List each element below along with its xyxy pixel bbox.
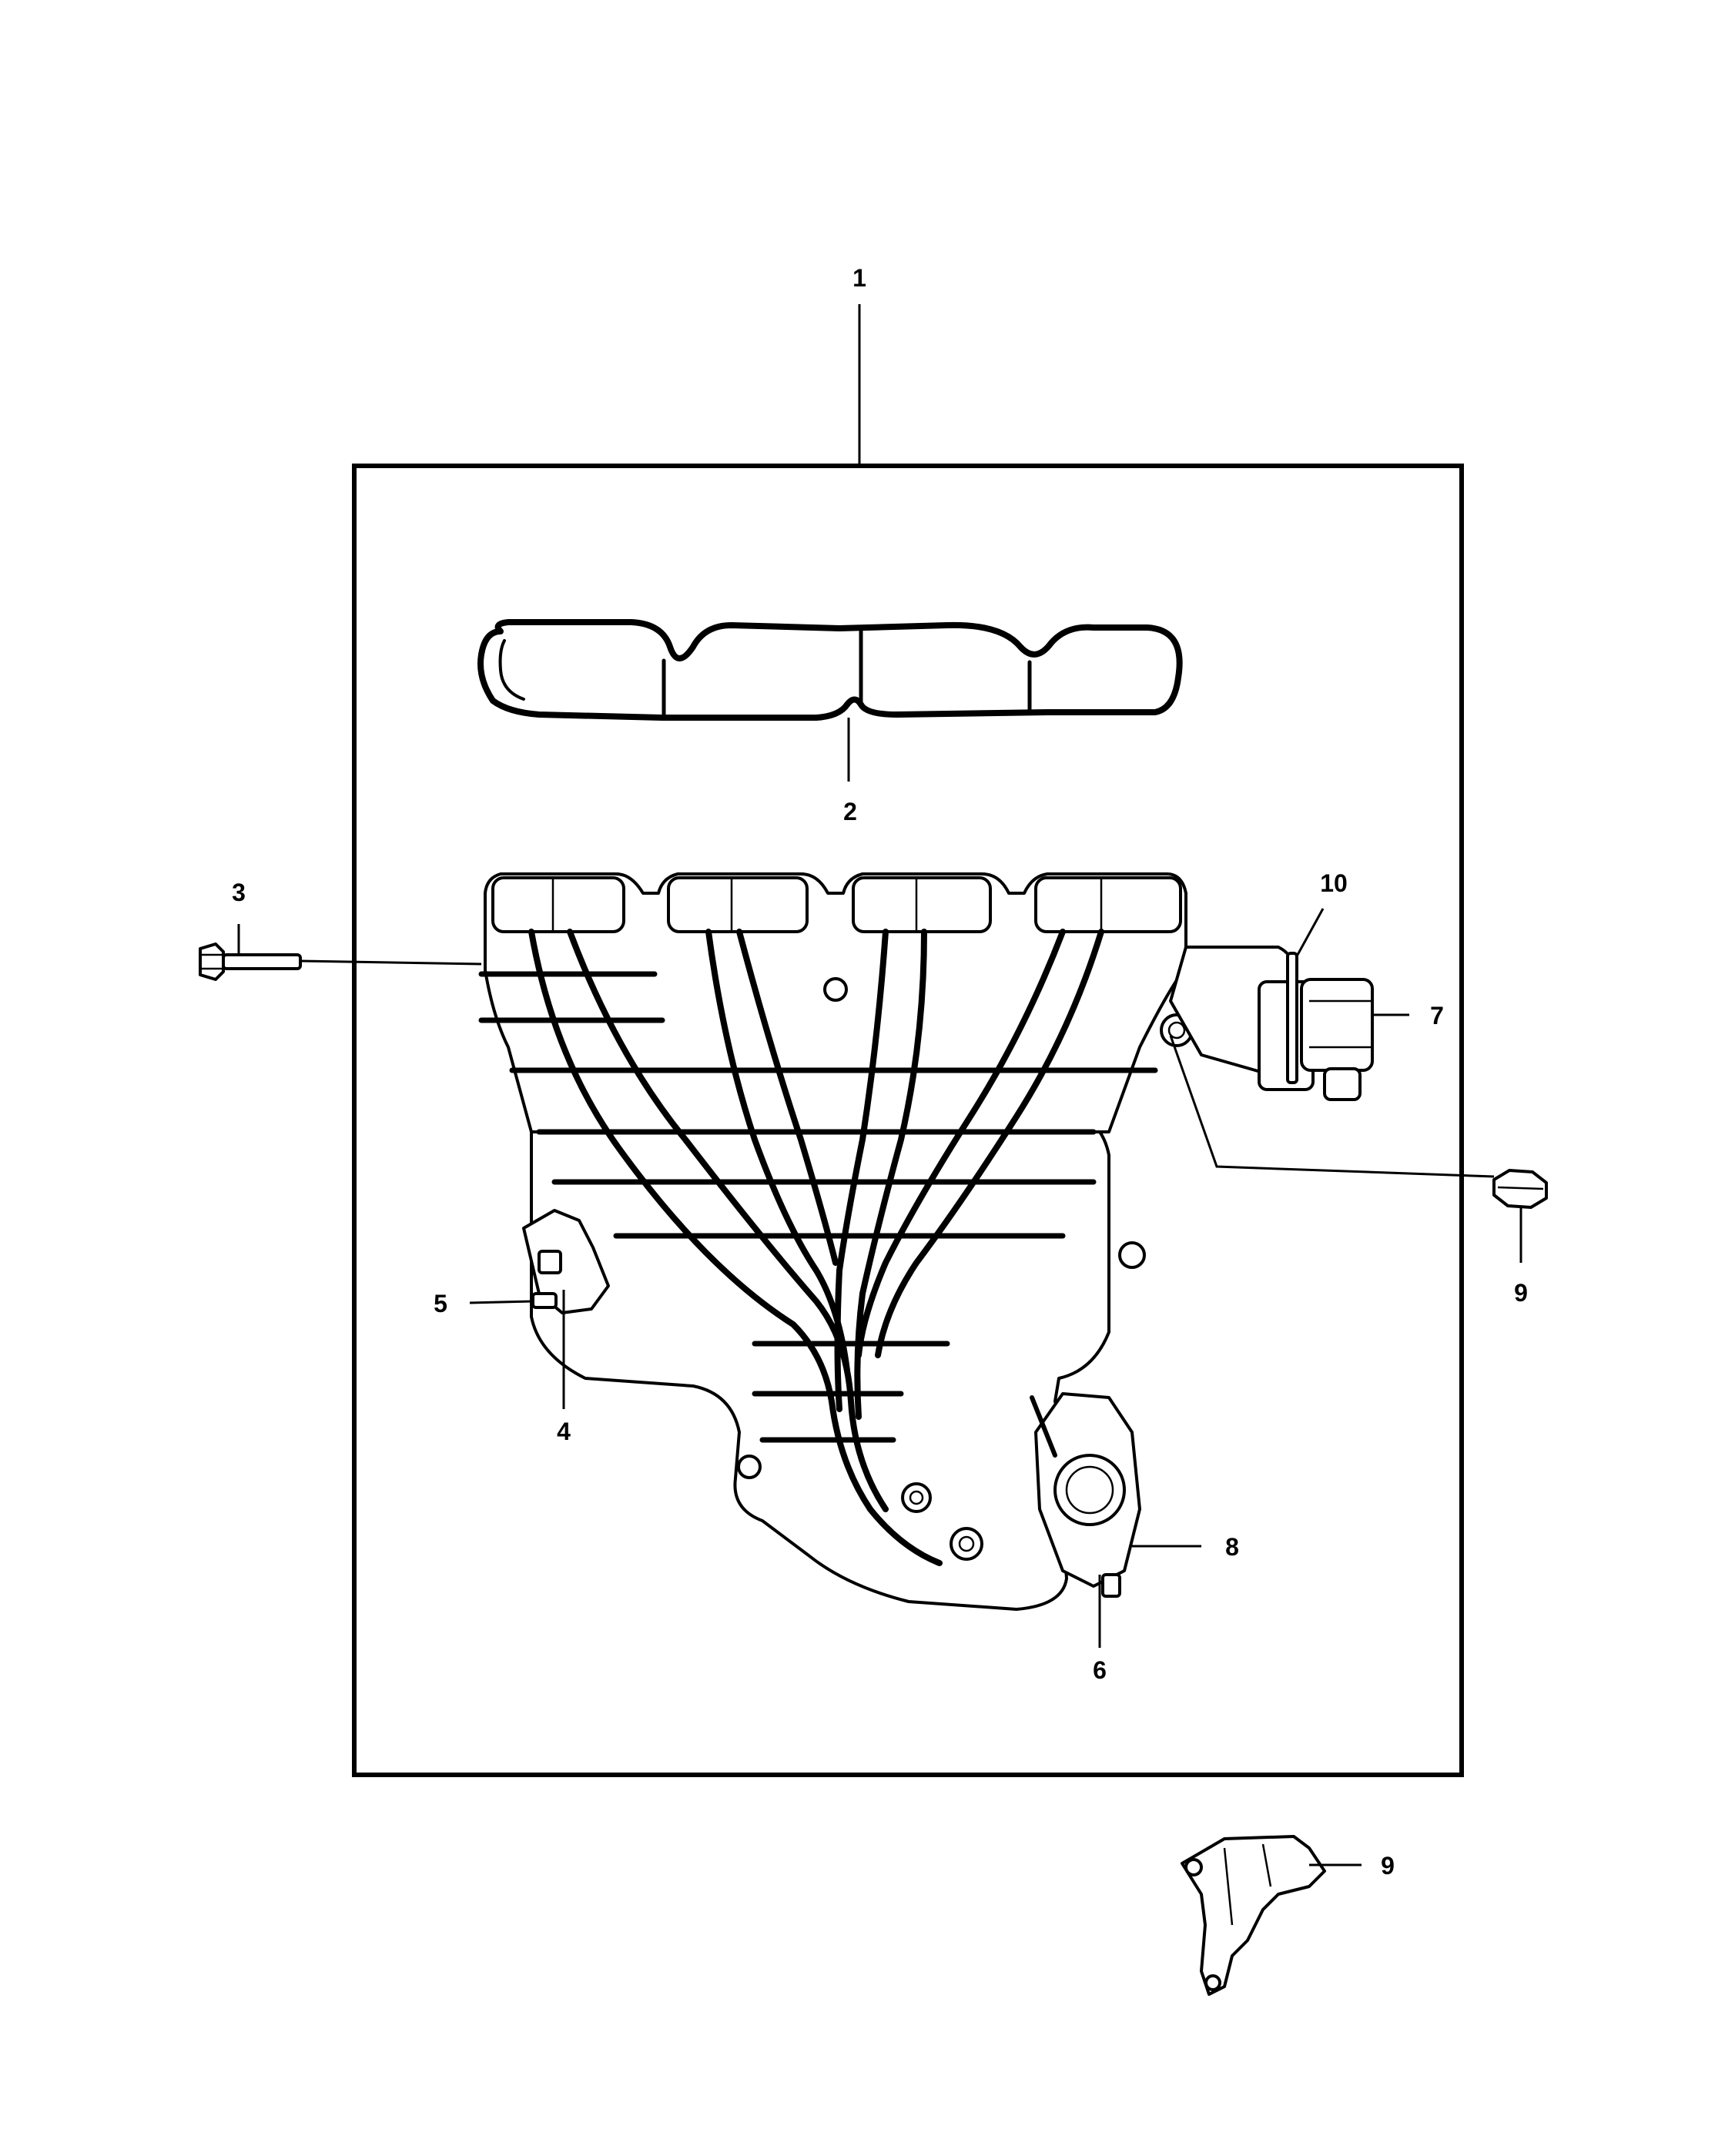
- callout-8: 8: [1225, 1533, 1239, 1561]
- leader-lines: [237, 304, 1522, 1866]
- callout-3: 3: [232, 879, 246, 906]
- callout-6: 6: [1093, 1656, 1107, 1684]
- callout-5: 5: [434, 1290, 447, 1317]
- intake-gasket[interactable]: [477, 619, 1183, 721]
- callout-2: 2: [843, 798, 857, 825]
- callout-9-bracket: 9: [1381, 1852, 1395, 1880]
- throttle-flange-bolt[interactable]: [1101, 1573, 1121, 1598]
- callout-9-nut: 9: [1514, 1279, 1528, 1307]
- support-bracket[interactable]: [1181, 1835, 1326, 1996]
- throttle-body[interactable]: [1169, 946, 1374, 1101]
- callout-1: 1: [852, 264, 866, 292]
- flange-nut[interactable]: [1492, 1169, 1548, 1209]
- callout-4: 4: [557, 1418, 571, 1445]
- callout-7: 7: [1430, 1002, 1444, 1029]
- kit-boundary-box: [352, 464, 1464, 1777]
- callout-labels: 1 2 3 4 5 6 7 8 9 9 10: [232, 264, 1528, 1880]
- throttle-flange-gasket[interactable]: [1030, 1392, 1141, 1588]
- manifold-bolt[interactable]: [199, 942, 302, 981]
- sensor-seal[interactable]: [531, 1292, 558, 1309]
- callout-10: 10: [1320, 869, 1348, 897]
- intake-manifold[interactable]: [478, 872, 1194, 1611]
- throttle-body-gasket[interactable]: [1286, 952, 1298, 1084]
